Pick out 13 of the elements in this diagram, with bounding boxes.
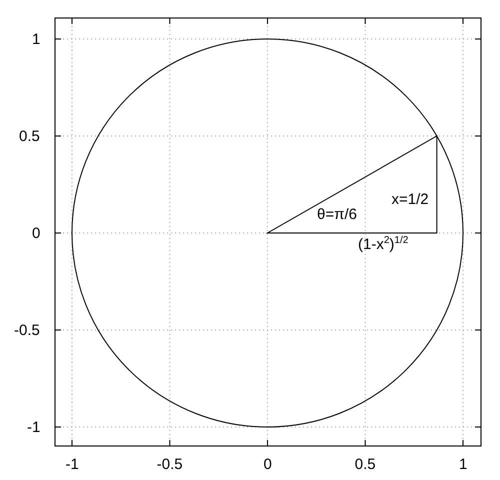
x-tick-label: 0 — [264, 456, 272, 472]
y-tick-label: 0 — [32, 224, 40, 242]
side-label: x=1/2 — [392, 190, 429, 208]
x-tick-label: 1 — [459, 456, 468, 472]
x-tick-label: -1 — [66, 456, 79, 472]
y-tick-label: -1 — [27, 418, 40, 436]
x-tick-label: 0.5 — [354, 456, 376, 472]
y-tick-label: -0.5 — [14, 322, 40, 338]
y-tick-label: 0.5 — [19, 128, 40, 144]
angle-label: θ=π/6 — [317, 206, 357, 222]
y-tick-label: 1 — [32, 30, 40, 48]
x-tick-label: -0.5 — [156, 456, 183, 472]
side-label: (1-x$^{2}$)$^{1/2}$ — [358, 236, 408, 252]
